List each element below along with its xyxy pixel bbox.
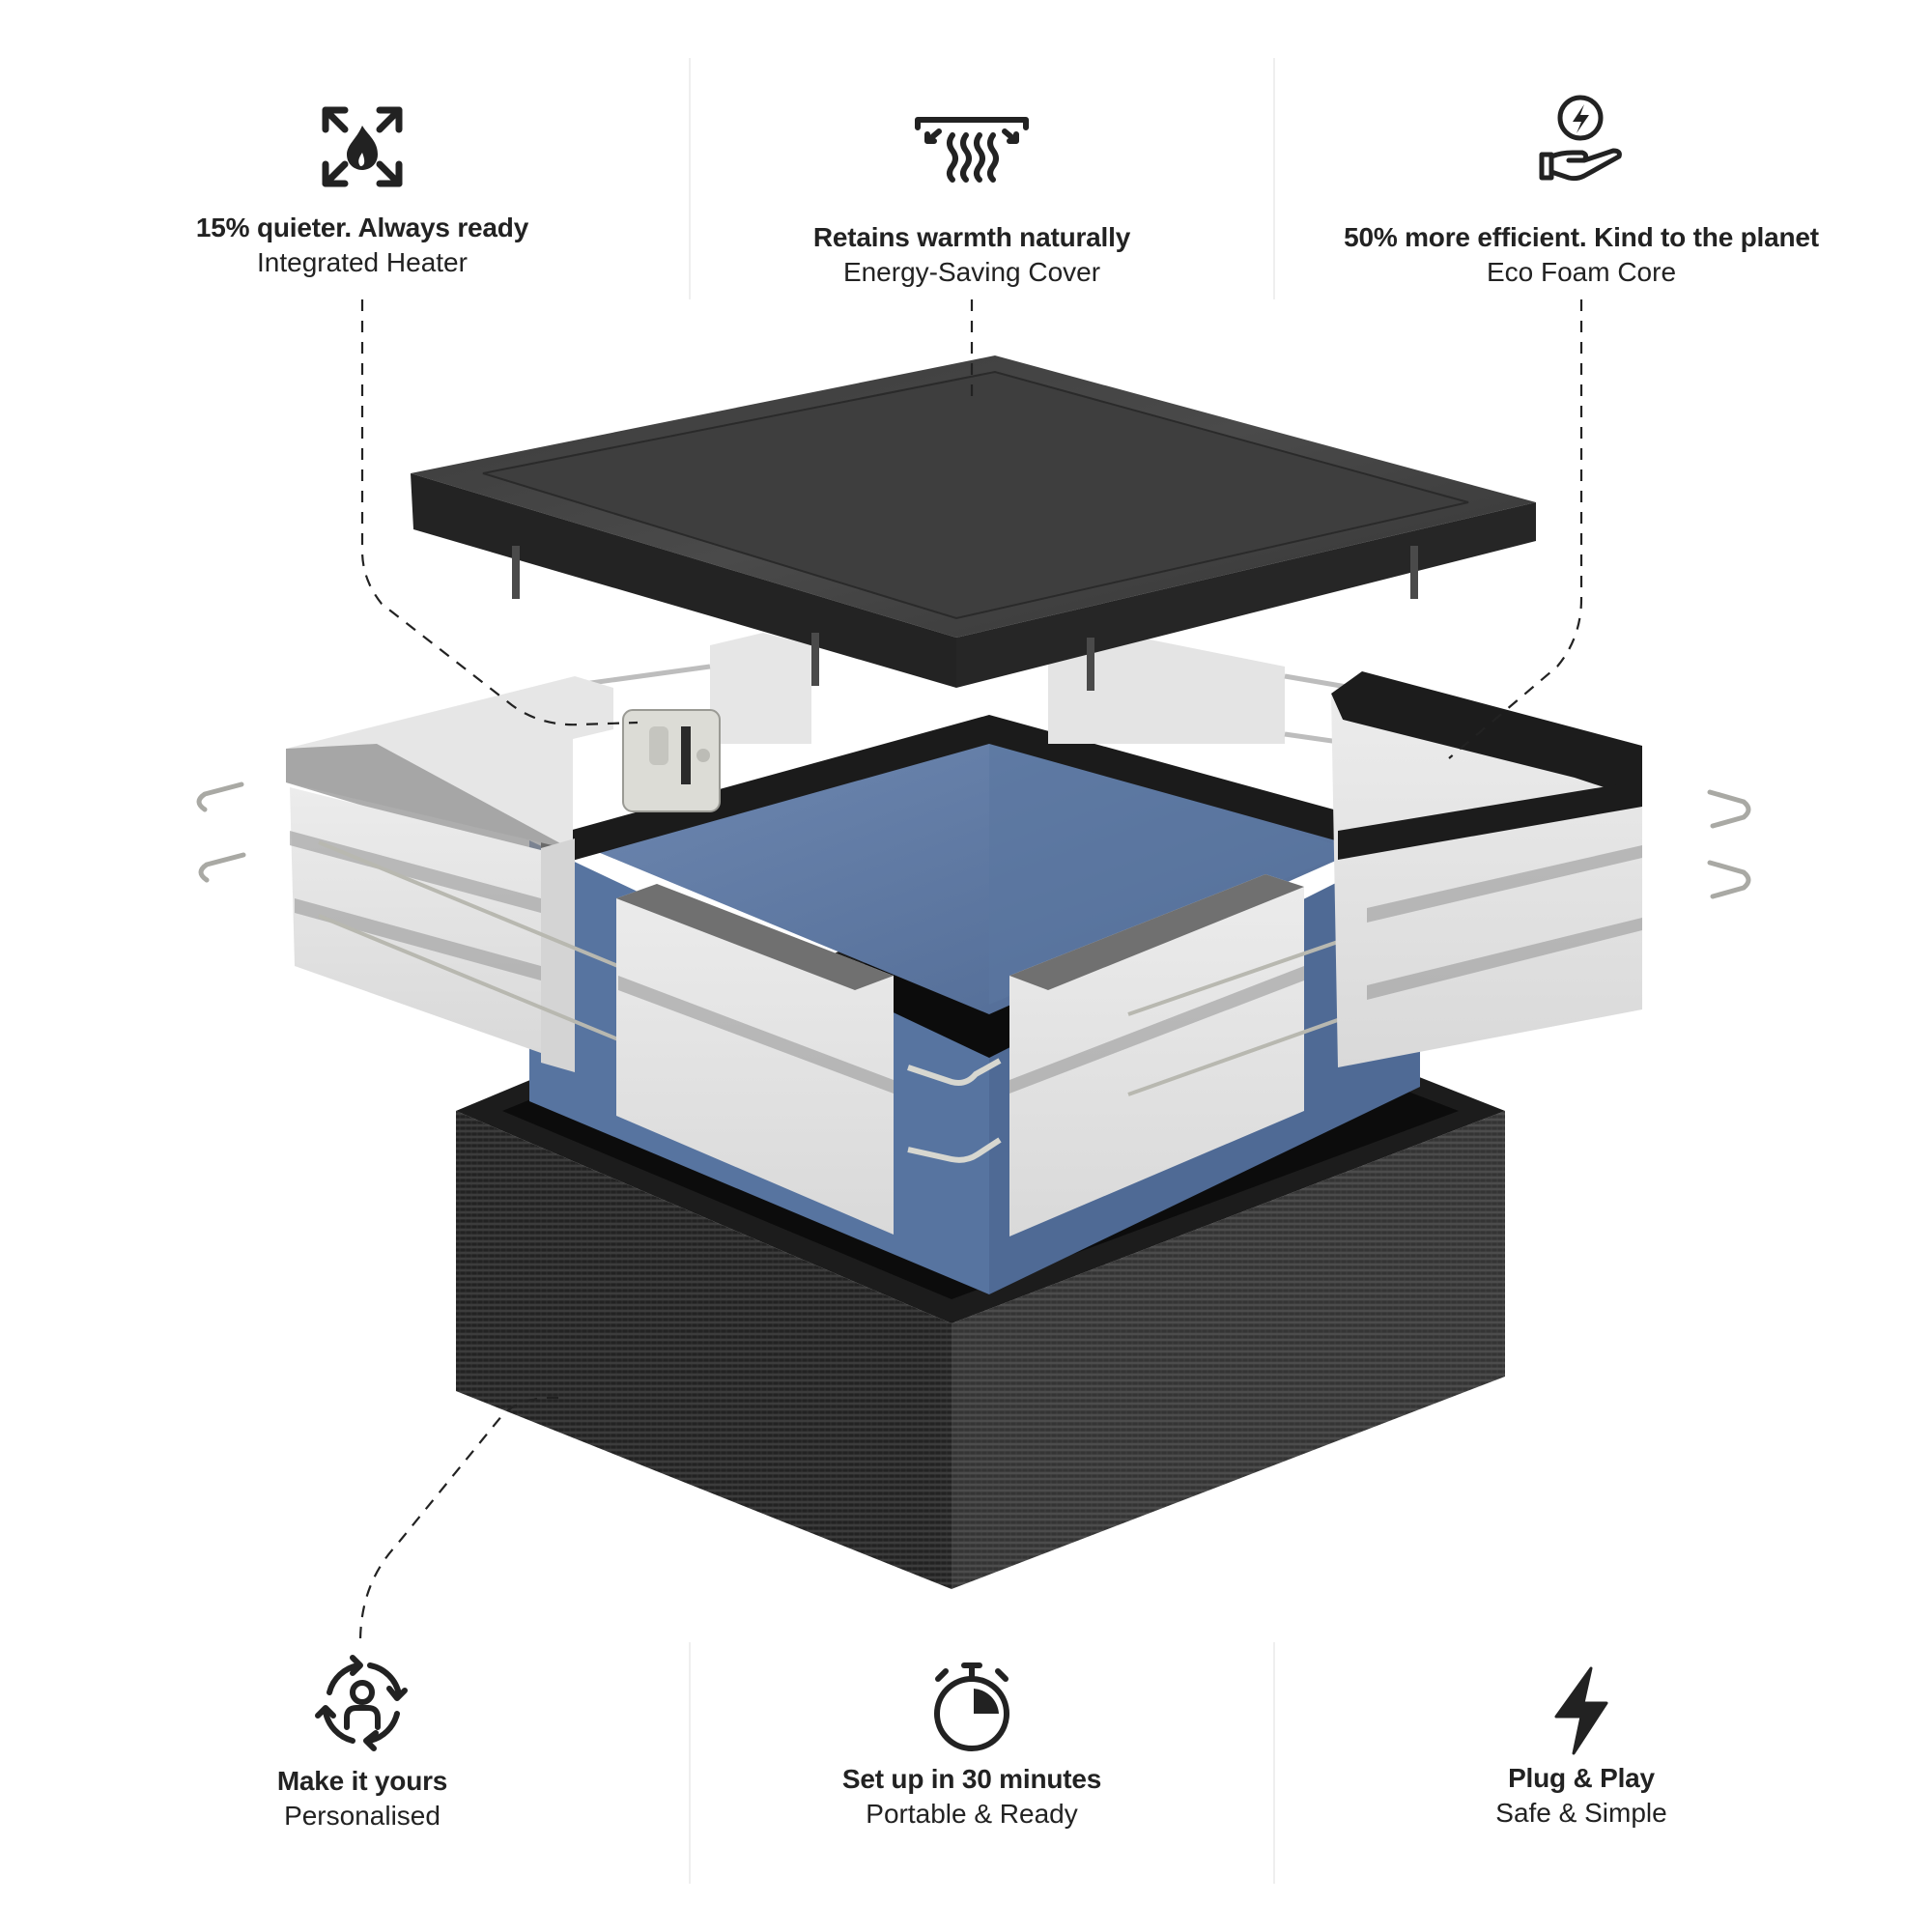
stopwatch-icon xyxy=(934,1662,1009,1751)
feature-portable-ready: Set up in 30 minutes Portable & Ready xyxy=(682,1660,1262,1832)
leader-shell xyxy=(358,1396,559,1647)
energy-saving-cover xyxy=(411,355,1536,691)
feature-energy-saving-cover: Retains warmth naturally Energy-Saving C… xyxy=(682,116,1262,290)
top-divider-left xyxy=(689,58,691,299)
feature-eco-foam-core: 50% more efficient. Kind to the planet E… xyxy=(1292,95,1871,290)
top-divider-right xyxy=(1273,58,1275,299)
feature-headline: Retains warmth naturally xyxy=(812,222,1131,252)
foam-panel-front-left xyxy=(616,884,894,1235)
feature-integrated-heater: 15% quieter. Always ready Integrated Hea… xyxy=(72,104,652,280)
bottom-divider-left xyxy=(689,1642,691,1884)
corner-rod-lower xyxy=(907,1137,1002,1163)
person-cycle-icon xyxy=(315,1655,408,1751)
heater-unit xyxy=(622,709,721,812)
feature-plug-and-play: Plug & Play Safe & Simple xyxy=(1292,1666,1871,1831)
leader-heater xyxy=(360,299,639,726)
feature-subtitle: Energy-Saving Cover xyxy=(842,257,1101,287)
foam-wall-left xyxy=(286,676,764,1101)
feature-headline: Set up in 30 minutes xyxy=(841,1764,1102,1794)
leader-foam xyxy=(1448,299,1583,759)
feature-subtitle: Integrated Heater xyxy=(257,247,468,277)
heat-retain-icon xyxy=(915,117,1029,183)
lightning-icon xyxy=(1554,1666,1608,1755)
feature-headline: 15% quieter. Always ready xyxy=(195,213,529,242)
feature-subtitle: Personalised xyxy=(284,1801,440,1831)
foam-panel-front-right xyxy=(1009,848,1605,1236)
leader-lines xyxy=(358,299,1583,1647)
energy-hand-icon xyxy=(1539,95,1622,182)
feature-headline: Plug & Play xyxy=(1508,1763,1655,1793)
feature-subtitle: Safe & Simple xyxy=(1495,1798,1667,1828)
feature-headline: Make it yours xyxy=(276,1766,448,1796)
bottom-divider-right xyxy=(1273,1642,1275,1884)
feature-personalised: Make it yours Personalised xyxy=(72,1652,652,1833)
connector-pins xyxy=(196,781,1751,899)
feature-headline: 50% more efficient. Kind to the planet xyxy=(1344,222,1819,252)
feature-subtitle: Eco Foam Core xyxy=(1486,257,1677,287)
feature-subtitle: Portable & Ready xyxy=(866,1799,1078,1829)
corner-rod-upper xyxy=(907,1058,1002,1086)
foam-wall-right xyxy=(1331,671,1642,1067)
flame-expand-icon xyxy=(322,106,403,187)
